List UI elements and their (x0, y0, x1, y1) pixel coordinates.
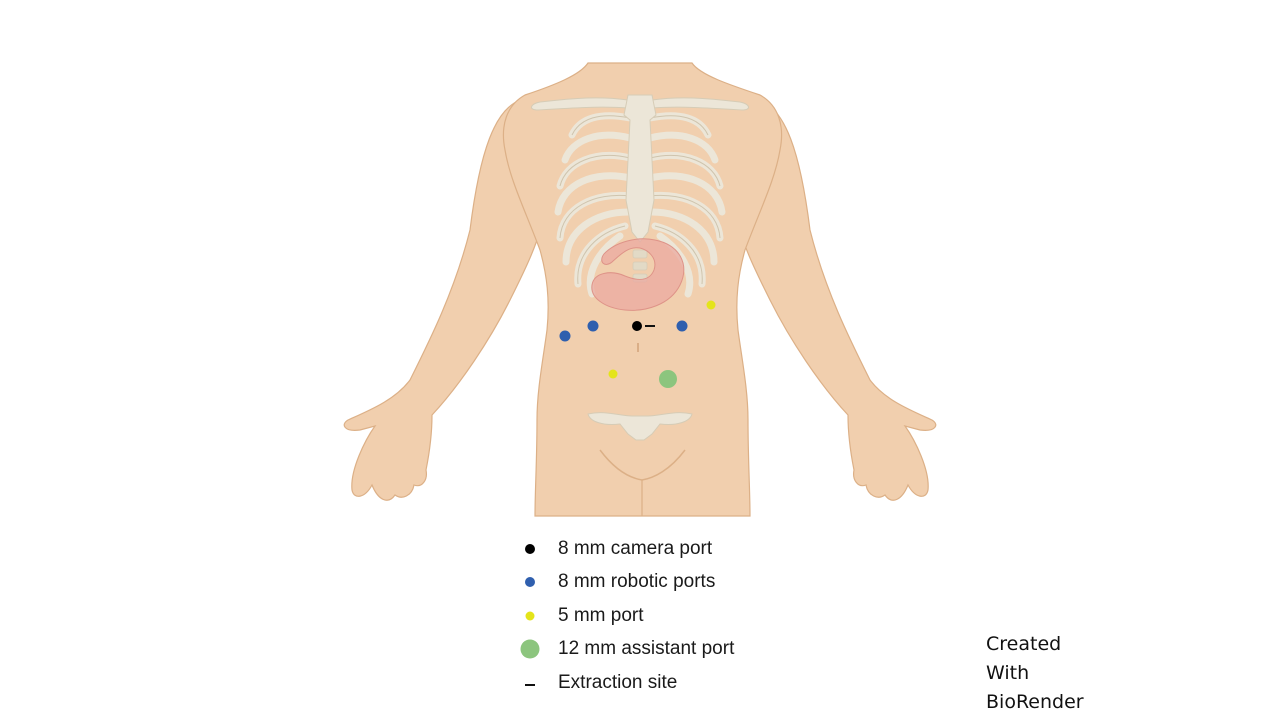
legend-label: Extraction site (558, 671, 678, 693)
stomach (591, 238, 685, 311)
legend-label: 8 mm robotic ports (558, 571, 716, 593)
credit-line-1: Created (986, 633, 1062, 655)
left-arm (343, 99, 546, 501)
camera-port-marker (632, 321, 642, 331)
legend-label: 8 mm camera port (558, 537, 713, 559)
right-arm (734, 99, 937, 501)
legend: 8 mm camera port 8 mm robotic ports 5 mm… (515, 532, 815, 700)
five-mm-port-marker (706, 300, 716, 310)
pelvis (587, 412, 693, 441)
right-clavicle (651, 97, 749, 111)
dash-icon (515, 668, 545, 698)
legend-item-assistant-port: 12 mm assistant port (515, 633, 815, 667)
legend-label: 5 mm port (558, 604, 644, 626)
legend-item-camera-port: 8 mm camera port (515, 532, 815, 566)
credit-line-2: With (986, 662, 1030, 684)
yellow-dot-icon (515, 601, 545, 631)
black-dot-icon (515, 534, 545, 564)
robotic-port-marker (676, 320, 688, 332)
legend-item-extraction-site: Extraction site (515, 666, 815, 700)
biorender-credit: Created With BioRender (986, 630, 1084, 717)
legend-item-five-mm-port: 5 mm port (515, 599, 815, 633)
assistant-port-marker (659, 370, 677, 388)
blue-dot-icon (515, 567, 545, 597)
legend-item-robotic-ports: 8 mm robotic ports (515, 566, 815, 600)
legend-label: 12 mm assistant port (558, 638, 735, 660)
five-mm-port-marker (608, 369, 618, 379)
green-dot-icon (515, 634, 545, 664)
credit-line-3: BioRender (986, 691, 1084, 713)
robotic-port-marker (587, 320, 599, 332)
port-markers (559, 300, 716, 388)
sternum (623, 94, 657, 243)
robotic-port-marker (559, 330, 571, 342)
ribcage (531, 94, 749, 298)
left-clavicle (531, 97, 629, 111)
